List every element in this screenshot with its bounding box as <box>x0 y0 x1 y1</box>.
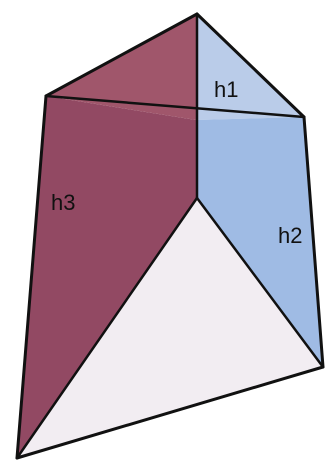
outer-top-left-edge <box>44 12 199 98</box>
label-h1: h1 <box>214 77 238 102</box>
outer-left-edge <box>15 94 48 460</box>
front-triangle-face <box>17 198 323 458</box>
h3-face <box>17 96 197 458</box>
h2-face <box>196 117 323 367</box>
top-back-face <box>46 14 197 120</box>
outer-bottom-edge <box>15 365 325 460</box>
right-diagonal-edge <box>195 196 325 369</box>
outer-right-edge <box>302 115 325 369</box>
label-h2: h2 <box>278 223 302 248</box>
left-diagonal-edge <box>15 196 199 460</box>
outer-top-right-edge <box>195 12 306 119</box>
top-horizontal-edge <box>44 94 306 119</box>
label-h3: h3 <box>51 190 75 215</box>
